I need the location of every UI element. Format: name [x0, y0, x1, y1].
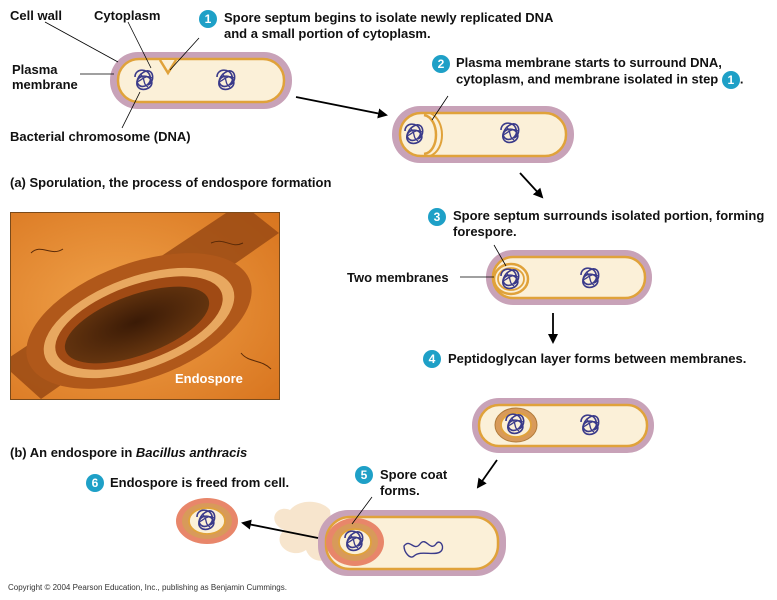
step-2-ref-badge: 1: [721, 71, 740, 89]
chromosome-label: Bacterial chromosome (DNA): [10, 129, 191, 144]
arrow-step-5-to-6: [241, 519, 319, 539]
step-4-badge: 4: [423, 350, 441, 368]
caption-b-species: Bacillus anthracis: [135, 445, 248, 460]
step-1-text: Spore septum begins to isolate newly rep…: [224, 10, 553, 41]
step-2-text-body: Plasma membrane starts to surround DNA, …: [456, 55, 722, 87]
step-2-ref-tail: .: [739, 71, 744, 87]
step-6-text: Endospore is freed from cell.: [110, 475, 290, 490]
step-3-text: Spore septum surrounds isolated portion,…: [453, 208, 765, 239]
step-5-text: Spore coat forms.: [380, 467, 448, 498]
endospore-label: Endospore: [175, 371, 243, 386]
plasma-membrane-label: Plasma membrane: [12, 62, 78, 92]
arrow-step-4-to-5: [476, 459, 498, 489]
caption-b: (b) An endospore in Bacillus anthracis: [10, 445, 247, 460]
dna-fragment-icon: [403, 541, 444, 558]
step-6-badge: 6: [86, 474, 104, 492]
cell-stage-1: [110, 52, 292, 109]
step-1-badge: 1: [199, 10, 217, 28]
cell-stage-2: [392, 106, 574, 163]
step-2-text: Plasma membrane starts to surround DNA, …: [456, 55, 756, 89]
caption-b-prefix: (b): [10, 445, 27, 460]
cell-stage-4: [472, 398, 654, 453]
caption-a-prefix: (a): [10, 175, 26, 190]
step-5-badge: 5: [355, 466, 373, 484]
arrow-step-1-to-2: [295, 96, 388, 119]
endospore-micrograph: Endospore: [10, 212, 280, 400]
caption-b-text: An endospore in: [29, 445, 136, 460]
two-membranes-label: Two membranes: [347, 270, 449, 285]
cell-stage-3: [486, 250, 652, 305]
caption-a: (a) Sporulation, the process of endospor…: [10, 175, 331, 190]
step-2-badge: 2: [432, 55, 450, 73]
step-4-text: Peptidoglycan layer forms between membra…: [448, 351, 747, 366]
cell-wall-label: Cell wall: [10, 8, 63, 23]
freed-endospore: [176, 498, 238, 544]
copyright-notice: Copyright © 2004 Pearson Education, Inc.…: [8, 583, 287, 592]
cytoplasm-label: Cytoplasm: [94, 8, 161, 23]
caption-a-text: Sporulation, the process of endospore fo…: [29, 175, 332, 190]
step-3-badge: 3: [428, 208, 446, 226]
cell-stage-5: [274, 501, 506, 576]
arrow-step-2-to-3: [519, 172, 544, 199]
